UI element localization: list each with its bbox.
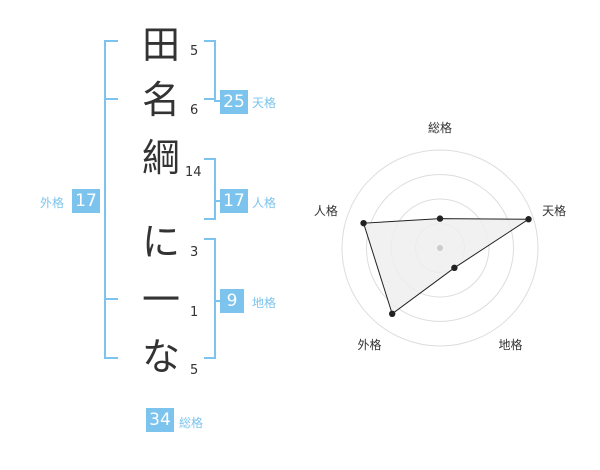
name-char-4: に [141, 220, 180, 264]
chikaku-label: 地格 [252, 296, 277, 310]
radar-ring-4 [341, 149, 539, 347]
name-char-6: な [141, 335, 180, 379]
tenkaku-badge: 25 [220, 90, 248, 114]
stroke-count-6: 5 [190, 363, 199, 378]
gaikaku-label: 外格 [40, 196, 65, 210]
radar-point-3 [451, 264, 458, 272]
radar-point-2 [525, 216, 532, 223]
name-char-3: 綱 [141, 136, 180, 180]
soukaku-label: 総格 [179, 416, 204, 430]
radar-point-1 [436, 215, 444, 222]
jinkaku-label: 人格 [252, 196, 277, 210]
jinkaku-badge: 17 [220, 189, 248, 213]
radar-axis-label-1: 総格 [428, 120, 452, 135]
radar-center [437, 245, 443, 251]
stroke-count-2: 6 [190, 103, 199, 118]
radar-axis-label-5: 人格 [314, 203, 338, 218]
stroke-count-5: 1 [190, 305, 199, 320]
stroke-count-4: 3 [190, 245, 199, 260]
stroke-count-1: 5 [190, 44, 199, 59]
radar-point-5 [360, 219, 367, 227]
radar-point-4 [388, 310, 396, 318]
name-char-5: 一 [141, 278, 180, 322]
radar-axis-label-3: 地格 [499, 337, 523, 352]
chikaku-badge: 9 [220, 289, 244, 313]
radar-axis-label-4: 外格 [357, 337, 381, 352]
name-char-1: 田 [141, 23, 180, 67]
radar-area [362, 218, 531, 315]
gaikaku-badge: 17 [72, 189, 100, 213]
tenkaku-label: 天格 [252, 96, 277, 110]
soukaku-badge: 34 [146, 408, 174, 432]
name-char-2: 名 [141, 78, 180, 122]
stroke-count-3: 14 [185, 165, 202, 180]
radar-axis-label-2: 天格 [542, 203, 566, 218]
radar-ring-3 [366, 174, 514, 322]
